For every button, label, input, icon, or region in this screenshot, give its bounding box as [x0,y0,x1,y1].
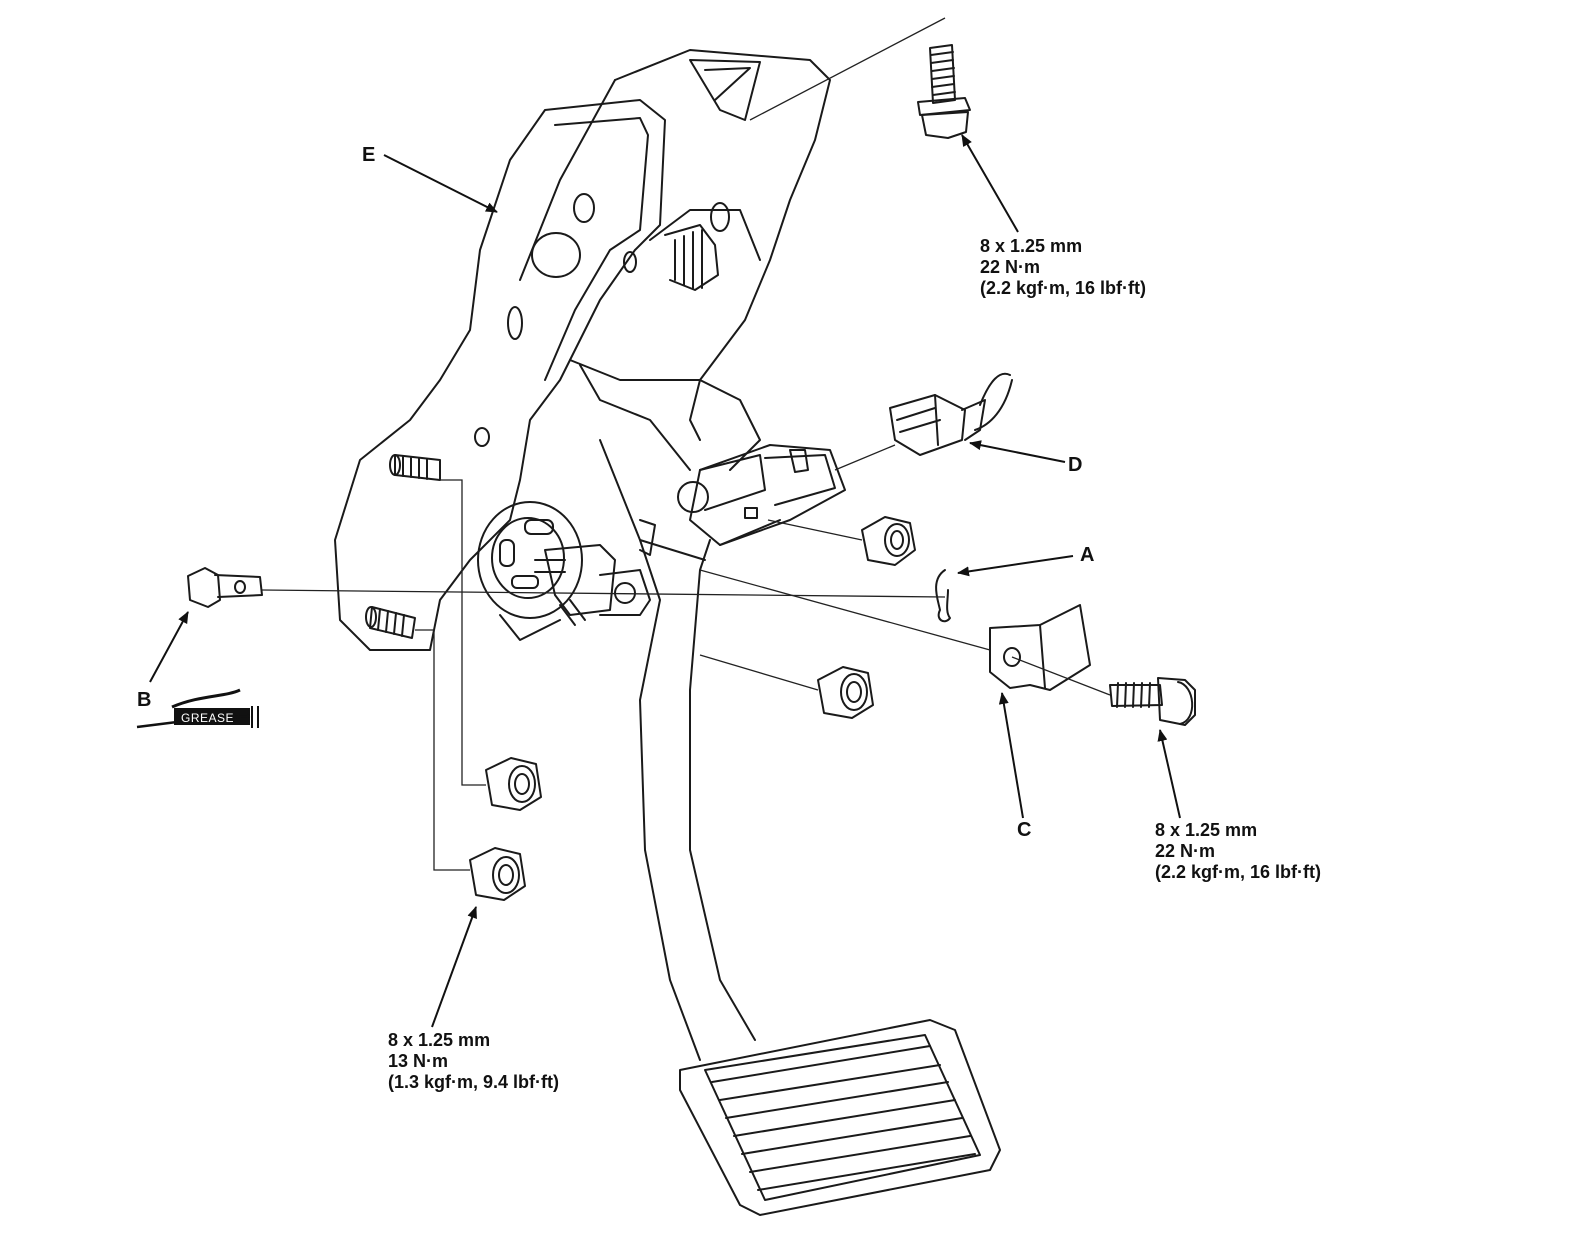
torque-spec-top-bolt: 8 x 1.25 mm 22 N·m (2.2 kgf·m, 16 lbf·ft… [980,236,1146,299]
hex-nuts [469,516,916,901]
harness-connector [889,372,1013,456]
torque-spec-bracket-bolt: 8 x 1.25 mm 22 N·m (2.2 kgf·m, 16 lbf·ft… [1155,820,1321,883]
mounting-bracket [989,604,1091,691]
bracket-bolt [1109,677,1196,726]
callout-b: B [137,689,152,711]
torque-alt-units: (2.2 kgf·m, 16 lbf·ft) [1155,862,1322,882]
leader-arrows [149,134,1181,1028]
callout-a: A [1080,544,1095,566]
switch-connector [677,444,846,546]
top-flange-bolt [917,44,971,139]
torque-value: 13 N·m [388,1051,449,1071]
callout-d: D [1068,454,1083,476]
callout-c: C [1017,819,1032,841]
bolt-size: 8 x 1.25 mm [1155,820,1258,840]
torque-alt-units: (2.2 kgf·m, 16 lbf·ft) [980,278,1147,298]
bracket-studs [365,454,656,639]
pedal-sensor [477,501,583,641]
bolt-size: 8 x 1.25 mm [980,236,1083,256]
clevis-pin [187,567,263,608]
callout-e: E [362,144,376,166]
pivot-spring [569,224,761,471]
torque-alt-units: (1.3 kgf·m, 9.4 lbf·ft) [388,1072,560,1092]
lock-pin [935,569,951,623]
nut-size: 8 x 1.25 mm [388,1030,491,1050]
pedal-arm [599,439,756,1061]
torque-spec-nuts: 8 x 1.25 mm 13 N·m (1.3 kgf·m, 9.4 lbf·f… [388,1030,559,1093]
torque-value: 22 N·m [980,257,1041,277]
torque-value: 22 N·m [1155,841,1216,861]
pedal-arm-plate [334,99,666,651]
pedal-pad [679,1019,1001,1216]
alignment-lines [261,17,1111,871]
grease-label: GREASE [181,711,235,725]
grease-symbol [136,688,259,729]
